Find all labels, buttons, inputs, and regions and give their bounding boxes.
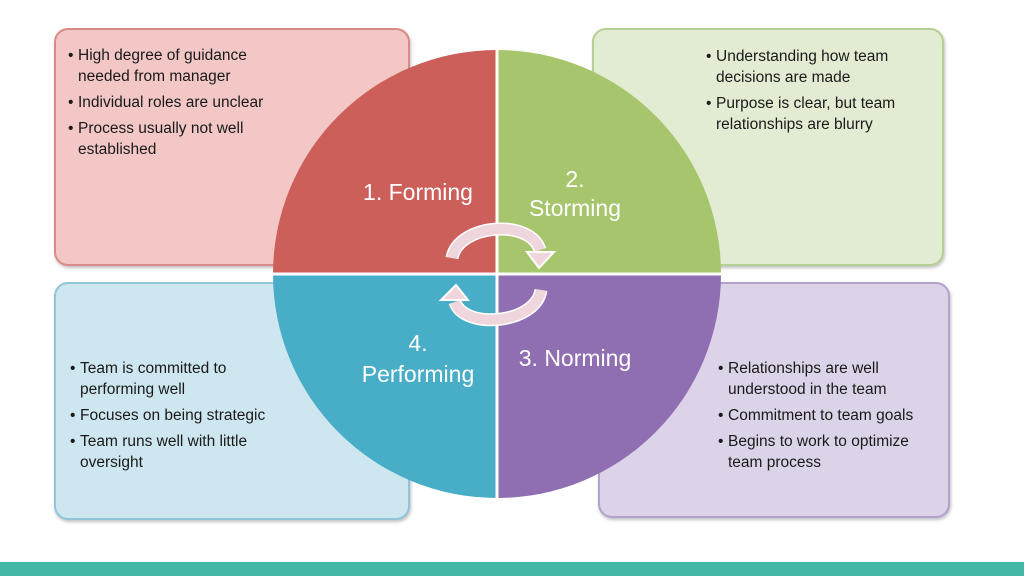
forming-bullet: Individual roles are unclear — [68, 92, 288, 113]
norming-quadrant — [497, 274, 721, 498]
performing-bullet: Team is committed to performing well — [70, 358, 280, 400]
footer-accent-bar — [0, 562, 1024, 576]
performing-quadrant — [273, 274, 497, 498]
forming-bullet: Process usually not well established — [68, 118, 288, 160]
forming-quadrant — [273, 50, 497, 274]
storming-quadrant — [497, 50, 721, 274]
storming-bullet: Purpose is clear, but team relationships… — [706, 93, 938, 135]
storming-bullet-list: Understanding how team decisions are mad… — [706, 46, 938, 140]
forming-bullet: High degree of guidance needed from mana… — [68, 45, 288, 87]
norming-bullet: Relationships are well understood in the… — [718, 358, 940, 400]
norming-bullet: Commitment to team goals — [718, 405, 940, 426]
performing-bullet: Team runs well with little oversight — [70, 431, 280, 473]
forming-bullet-list: High degree of guidance needed from mana… — [68, 45, 288, 165]
storming-bullet: Understanding how team decisions are mad… — [706, 46, 938, 88]
performing-bullet: Focuses on being strategic — [70, 405, 280, 426]
norming-bullet-list: Relationships are well understood in the… — [718, 358, 940, 478]
performing-bullet-list: Team is committed to performing well Foc… — [70, 358, 280, 478]
norming-bullet: Begins to work to optimize team process — [718, 431, 940, 473]
